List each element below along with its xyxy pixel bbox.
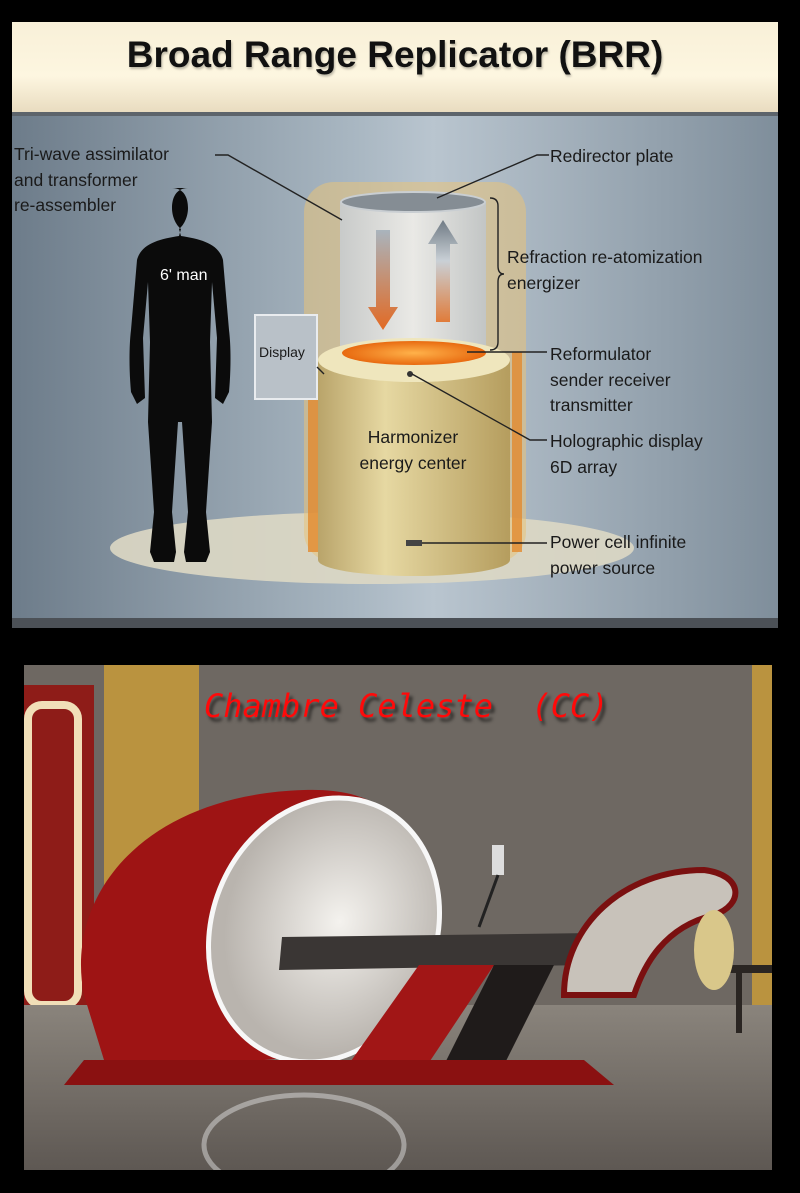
side-table [729,965,772,973]
brr-diagram-slide: Broad Range Replicator (BRR) Tri-wave as… [12,22,778,628]
pod-base-red [334,965,494,1085]
label-line: Power cell infinite [550,532,687,552]
display-panel [254,314,318,400]
label-power-cell: Power cell infinite power source [550,530,686,581]
leader-lines [215,154,549,544]
slide-bottom-strip [12,618,778,628]
label-display: Display [259,344,305,360]
human-silhouette [129,188,231,562]
chambre-celeste-photo: Chambre Celeste (CC) [24,665,772,1170]
label-line: Holographic display [550,431,703,451]
label-harmonizer: Harmonizer energy center [338,425,488,476]
label-line: and transformer [14,169,138,190]
label-line: 6D array [550,456,618,477]
label-line: Refraction re-atomization [507,247,703,267]
pod-rear-ring [560,866,739,998]
label-refraction: Refraction re-atomization energizer [507,245,703,296]
pod-illustration [24,665,772,1170]
label-line: Tri-wave assimilator [14,144,169,164]
title-band: Broad Range Replicator (BRR) [12,22,778,116]
label-holographic: Holographic display 6D array [550,429,703,480]
label-line: energizer [507,272,580,293]
glass-chamber [340,202,486,362]
label-line: Reformulator [550,344,652,364]
floor-reflection [201,1092,407,1170]
brr-diagram-graphic [110,154,634,584]
label-line: re-assembler [14,195,117,215]
label-line: power source [550,557,656,578]
up-arrow-icon [428,220,458,322]
label-line: energy center [359,452,467,473]
label-man: 6' man [160,267,208,284]
harmonizer-cylinder [318,360,510,560]
label-tri-wave: Tri-wave assimilator and transformer re-… [14,142,169,219]
slide-title: Broad Range Replicator (BRR) [126,34,664,75]
pod-display [492,845,504,875]
label-reformulator: Reformulator sender receiver transmitter [550,342,671,419]
pod-bed [279,933,594,970]
label-line: Harmonizer [367,427,459,447]
redirector-plate [340,191,486,213]
label-line: sender receiver [550,369,671,390]
label-line: transmitter [550,395,633,415]
photo-caption: Chambre Celeste (CC) [204,687,609,725]
down-arrow-icon [368,230,398,330]
wall-pillar-right [752,665,772,1005]
label-redirector: Redirector plate [550,146,674,166]
reformulator-plate [342,341,486,365]
